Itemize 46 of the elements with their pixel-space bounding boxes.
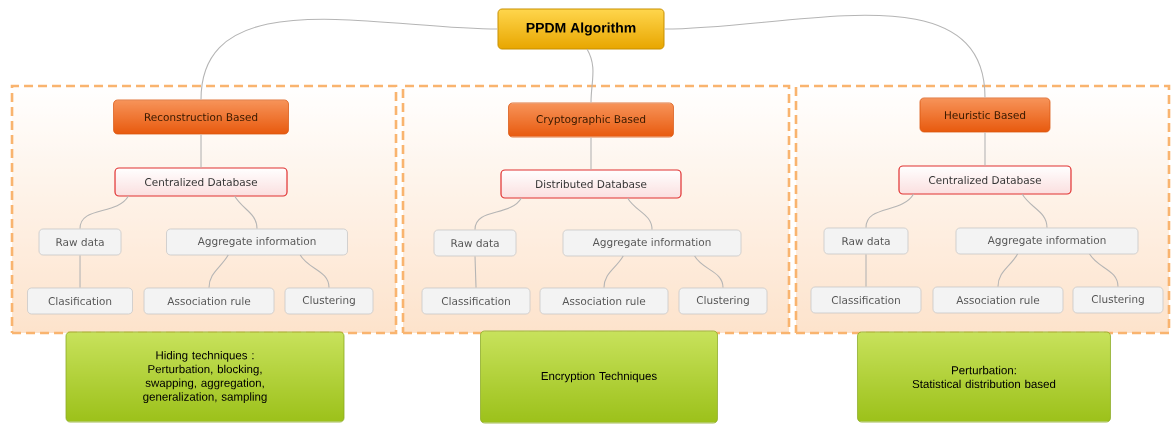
method-box: Reconstruction Based <box>113 99 289 135</box>
connector-line <box>586 48 594 104</box>
connector-line <box>865 193 915 229</box>
category-box: Clustering <box>284 287 374 315</box>
category-box: Raw data <box>823 227 909 255</box>
category-box: Classification <box>421 287 531 315</box>
technique-box: Hiding techniques : Perturbation, blocking, swapping, aggregation, generalization, sampling <box>65 331 345 423</box>
technique-box: Perturbation: Statistical distribution based <box>857 331 1111 423</box>
connector-line <box>590 136 592 170</box>
connector-line <box>627 197 653 231</box>
connector-line <box>200 18 499 101</box>
database-box: Centralized Database <box>898 165 1072 195</box>
category-box: Raw data <box>433 229 517 257</box>
category-box: Association rule <box>539 287 669 315</box>
category-box: Clasification <box>27 287 133 315</box>
category-box: Clustering <box>678 287 768 315</box>
connector-line <box>865 253 867 288</box>
category-box: Association rule <box>932 286 1064 314</box>
connector-line <box>1021 193 1048 229</box>
connector-line <box>79 195 129 230</box>
connector-line <box>208 254 229 289</box>
method-box: Cryptographic Based <box>508 102 674 138</box>
connector-line <box>200 133 202 168</box>
database-box: Centralized Database <box>114 167 288 197</box>
connector-line <box>997 253 1019 288</box>
root-box: PPDM Algorithm <box>497 8 665 50</box>
connector-line <box>299 254 330 289</box>
connector-line <box>1089 253 1119 288</box>
category-box: Aggregate information <box>955 227 1139 255</box>
connector-line <box>663 14 986 99</box>
category-box: Clustering <box>1072 286 1164 314</box>
connector-line <box>694 255 724 289</box>
database-box: Distributed Database <box>500 169 682 199</box>
category-box: Association rule <box>143 287 275 315</box>
technique-box: Encryption Techniques <box>480 330 718 424</box>
connector-line <box>234 195 258 230</box>
connector-line <box>984 131 986 166</box>
connector-line <box>474 255 477 289</box>
category-box: Aggregate information <box>166 228 348 256</box>
category-box: Raw data <box>38 228 122 256</box>
method-box: Heuristic Based <box>919 97 1051 133</box>
category-box: Classification <box>810 286 922 314</box>
category-box: Aggregate information <box>562 229 742 257</box>
connector-line <box>474 197 522 231</box>
connector-line <box>79 254 81 289</box>
connector-line <box>603 255 624 289</box>
